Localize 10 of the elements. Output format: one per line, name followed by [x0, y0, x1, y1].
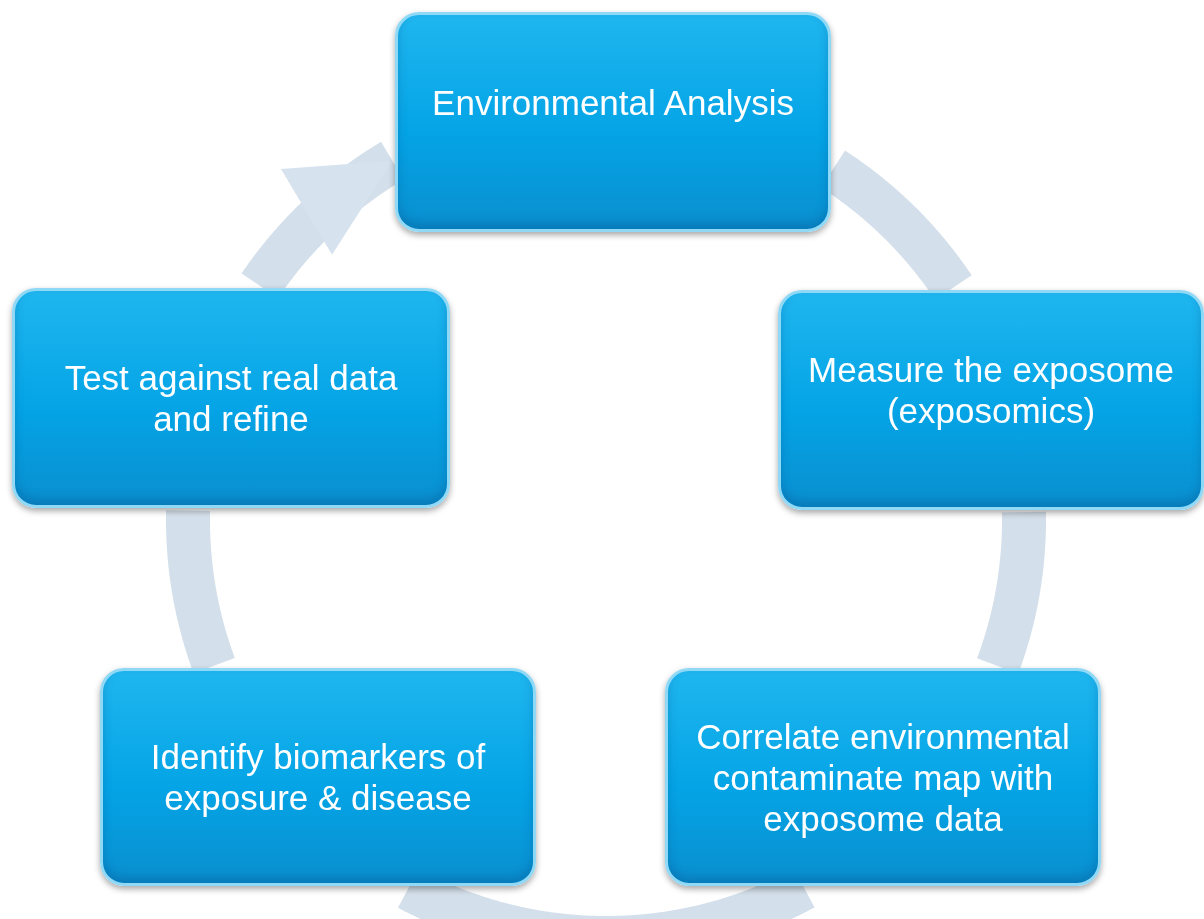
process-box: [778, 290, 1204, 510]
box-label: Test against real data and refine: [63, 357, 399, 439]
box-label: Measure the exposome (exposomics): [807, 349, 1175, 431]
box-label: Environmental Analysis: [432, 81, 794, 123]
box-label: Correlate environmental contaminate map with exposome data: [695, 715, 1071, 839]
process-box: [665, 668, 1101, 886]
process-box: [12, 288, 450, 508]
process-box: [395, 12, 831, 232]
box-label: Identify biomarkers of exposure & disease: [149, 736, 487, 818]
process-box: [100, 668, 536, 886]
